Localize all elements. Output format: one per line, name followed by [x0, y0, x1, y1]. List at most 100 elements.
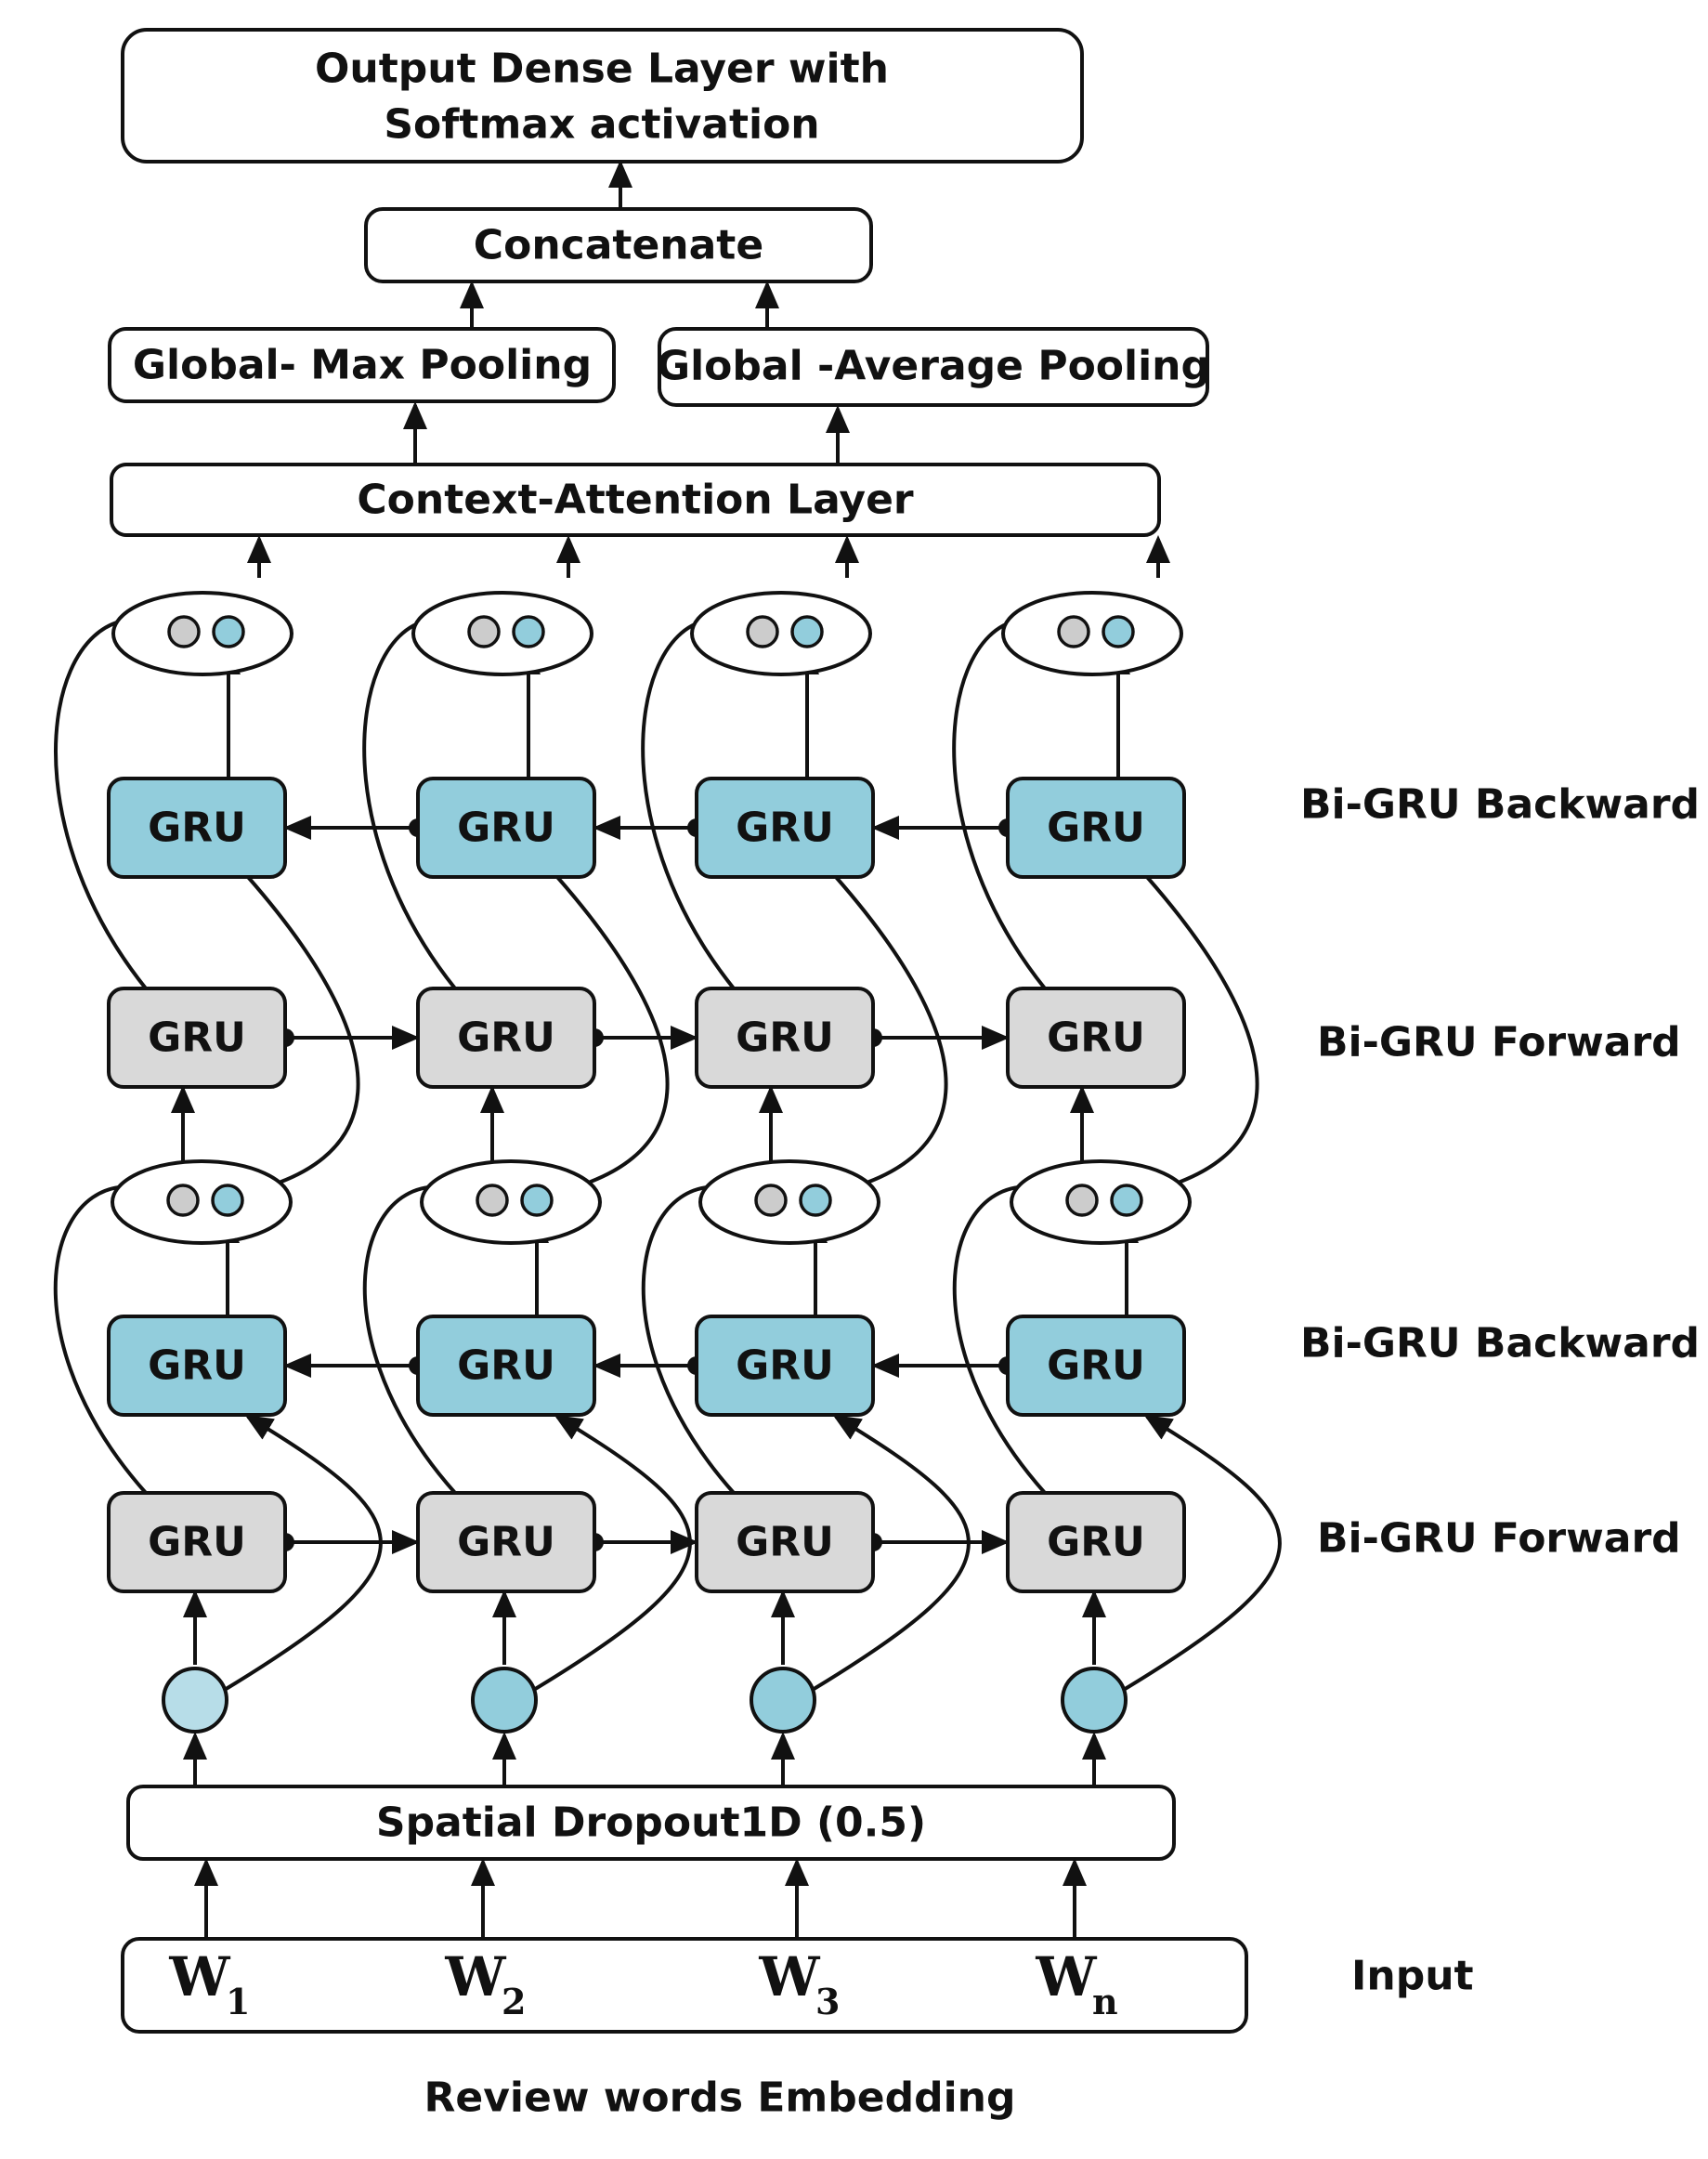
- input-word-2: W: [444, 1945, 506, 2009]
- gru-box: [107, 777, 287, 879]
- gru-label: GRU: [736, 1519, 834, 1566]
- concat-oval-bottom-2: [420, 1159, 602, 1245]
- oval: [690, 591, 872, 676]
- gru-cell-fwdBot-1: GRU: [107, 1491, 287, 1593]
- gru-box: [1006, 1315, 1186, 1417]
- oval: [111, 591, 293, 676]
- gru-label: GRU: [736, 1014, 834, 1062]
- concatenate-box: [364, 207, 873, 283]
- input-word-1: W: [168, 1945, 230, 2009]
- side-label-input: Input: [1351, 1953, 1474, 2000]
- gru-box: [695, 1491, 875, 1593]
- gru-box: [107, 987, 287, 1089]
- input-word-4: W: [1035, 1945, 1097, 2009]
- context-attention-layer-box: [110, 463, 1161, 537]
- input-word-subscript-4: n: [1092, 1981, 1118, 2022]
- oval: [411, 591, 593, 676]
- gru-cell-bwdBot-1: GRU: [107, 1315, 287, 1417]
- oval: [420, 1159, 602, 1245]
- concat-oval-top-4: [1001, 591, 1183, 676]
- gru-box: [416, 777, 596, 879]
- concat-oval-bottom-4: [1010, 1159, 1192, 1245]
- forward-state-node: [746, 615, 779, 648]
- spatial-dropout-label: Spatial Dropout1D (0.5): [376, 1799, 926, 1847]
- curve-bwd-top-to-oval-bottom-3: [822, 875, 948, 1197]
- global-average-pooling-box: [658, 327, 1209, 407]
- forward-state-node: [467, 615, 501, 648]
- curve-circle-to-bwd-bottom-2: [530, 1414, 692, 1693]
- gru-label: GRU: [148, 1342, 246, 1390]
- gru-cell-fwdBot-3: GRU: [695, 1491, 875, 1593]
- concat-oval-top-3: [690, 591, 872, 676]
- global-average-pooling-label: Global -Average Pooling: [657, 343, 1210, 390]
- backward-state-node: [1102, 615, 1135, 648]
- oval: [1010, 1159, 1192, 1245]
- dropout-output-node-3: [750, 1667, 816, 1734]
- gru-label: GRU: [148, 805, 246, 852]
- spatial-dropout-box: [126, 1785, 1176, 1861]
- forward-state-node: [166, 1184, 200, 1217]
- concat-oval-top-1: [111, 591, 293, 676]
- gru-cells: GRU GRU GRU GRU GRU GRU GRU GRU GRU GRU GRU GRU GRU G…: [107, 777, 1186, 1593]
- curve-bwd-top-to-oval-bottom-4: [1133, 875, 1259, 1197]
- curve-circle-to-bwd-bottom-4: [1120, 1414, 1282, 1693]
- gru-cell-fwdTop-2: GRU: [416, 987, 596, 1089]
- gru-box: [1006, 1491, 1186, 1593]
- gru-label: GRU: [1047, 805, 1145, 852]
- gru-label: GRU: [457, 1014, 555, 1062]
- side-label-bi-gru-forward-top: Bi-GRU Forward: [1317, 1019, 1681, 1066]
- gru-cell-bwdTop-2: GRU: [416, 777, 596, 879]
- curve-bwd-top-to-oval-bottom-1: [234, 875, 360, 1197]
- input-word-subscript-1: 1: [226, 1981, 250, 2022]
- backward-state-node: [512, 615, 545, 648]
- concat-oval-bottom-1: [111, 1159, 293, 1245]
- caption-review-words-embedding: Review words Embedding: [424, 2074, 1015, 2122]
- output-dense-layer-line2: Softmax activation: [384, 101, 819, 149]
- backward-state-node: [211, 1184, 244, 1217]
- gru-box: [1006, 987, 1186, 1089]
- context-attention-layer-label: Context-Attention Layer: [357, 477, 914, 524]
- gru-label: GRU: [736, 1342, 834, 1390]
- oval: [698, 1159, 880, 1245]
- backward-state-node: [799, 1184, 832, 1217]
- backward-state-node: [212, 615, 245, 648]
- forward-state-node: [1065, 1184, 1099, 1217]
- gru-cell-bwdBot-3: GRU: [695, 1315, 875, 1417]
- gru-cell-bwdBot-4: GRU: [1006, 1315, 1186, 1417]
- side-label-bi-gru-forward-bottom: Bi-GRU Forward: [1317, 1515, 1681, 1563]
- backward-state-node: [790, 615, 824, 648]
- gru-label: GRU: [1047, 1519, 1145, 1566]
- dropout-output-node-4: [1061, 1667, 1128, 1734]
- concatenate-label: Concatenate: [474, 222, 763, 269]
- forward-state-node: [476, 1184, 509, 1217]
- forward-state-node: [167, 615, 201, 648]
- gru-label: GRU: [1047, 1342, 1145, 1390]
- side-label-bi-gru-backward-top: Bi-GRU Backward: [1300, 781, 1700, 829]
- input-embedding-box: [121, 1937, 1248, 2034]
- input-word-3: W: [758, 1945, 820, 2009]
- gru-cell-bwdBot-2: GRU: [416, 1315, 596, 1417]
- output-dense-layer-line1: Output Dense Layer with: [315, 46, 889, 93]
- gru-box: [416, 987, 596, 1089]
- global-max-pooling-box: [108, 327, 616, 403]
- concat-oval-bottom-3: [698, 1159, 880, 1245]
- gru-label: GRU: [457, 1342, 555, 1390]
- gru-label: GRU: [457, 1519, 555, 1566]
- global-max-pooling-label: Global- Max Pooling: [133, 342, 592, 389]
- gru-box: [416, 1491, 596, 1593]
- backward-state-node: [520, 1184, 554, 1217]
- dropout-output-node-1: [162, 1667, 228, 1734]
- gru-cell-bwdTop-3: GRU: [695, 777, 875, 879]
- gru-box: [695, 1315, 875, 1417]
- gru-label: GRU: [457, 805, 555, 852]
- gru-cell-fwdBot-4: GRU: [1006, 1491, 1186, 1593]
- gru-label: GRU: [148, 1014, 246, 1062]
- gru-cell-fwdTop-4: GRU: [1006, 987, 1186, 1089]
- gru-label: GRU: [1047, 1014, 1145, 1062]
- concat-nodes: [111, 591, 1192, 1734]
- side-label-bi-gru-backward-bottom: Bi-GRU Backward: [1300, 1320, 1700, 1367]
- gru-box: [695, 987, 875, 1089]
- gru-cell-bwdTop-1: GRU: [107, 777, 287, 879]
